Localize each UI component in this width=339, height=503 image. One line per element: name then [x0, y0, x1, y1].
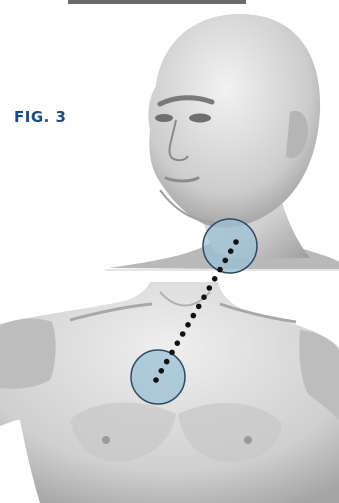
- connector-dot: [185, 322, 191, 328]
- connector-dot: [164, 359, 170, 365]
- connector-dot: [233, 239, 239, 245]
- connector-dot: [212, 276, 218, 282]
- top-image-strip: [68, 0, 246, 4]
- connector-dot: [180, 331, 186, 337]
- connector-dot: [196, 304, 202, 310]
- nipple-right: [244, 436, 252, 444]
- eye-right: [189, 114, 211, 123]
- connector-dot: [201, 294, 207, 300]
- chest-marker-circle: [131, 350, 185, 404]
- left-shoulder-arm: [0, 319, 56, 389]
- connector-dot: [159, 368, 165, 374]
- neck-marker-circle: [203, 219, 257, 273]
- connector-dot: [175, 340, 181, 346]
- nipple-left: [102, 436, 110, 444]
- connector-dot: [207, 285, 213, 291]
- connector-dot: [217, 267, 223, 273]
- connector-dot: [228, 248, 234, 254]
- connector-dot: [191, 313, 197, 319]
- connector-dot: [169, 350, 175, 356]
- connector-dot: [223, 258, 229, 264]
- eye-left: [155, 114, 173, 122]
- connector-dot: [153, 377, 159, 383]
